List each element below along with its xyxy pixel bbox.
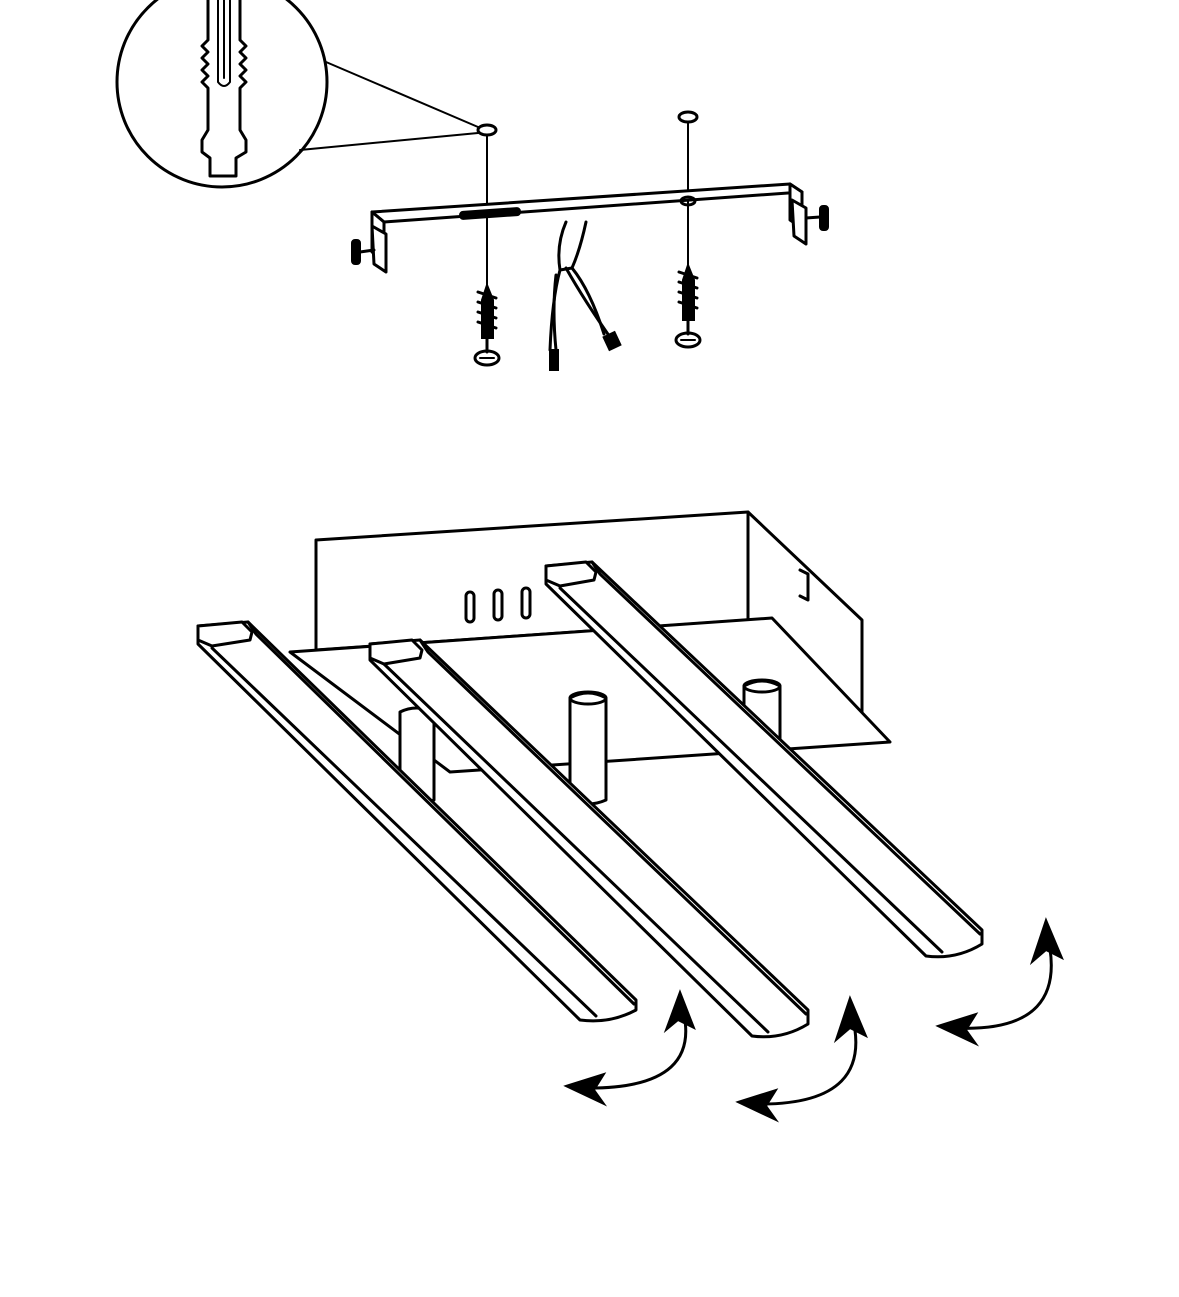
screw-right [674,262,702,349]
light-bar-middle [368,638,810,1039]
adjust-light-bars-step [196,510,1064,1123]
mounting-bracket [351,182,829,274]
drill-hole-right [677,110,699,124]
bracket-screw-left [351,239,376,265]
swivel-arrow-left [563,989,696,1107]
ceiling-mounting-step [115,0,829,371]
light-bar-right [544,560,984,959]
power-cable [548,220,622,371]
swivel-arrow-right [935,917,1064,1047]
swivel-arrow-middle [735,995,868,1123]
wall-plug-icon [200,0,248,178]
wall-plug-detail [115,0,479,189]
light-bar-left [196,620,638,1023]
support-posts [398,678,782,806]
drill-hole-left [476,123,498,137]
bracket-screw-right [804,205,829,231]
screw-left [473,282,501,367]
